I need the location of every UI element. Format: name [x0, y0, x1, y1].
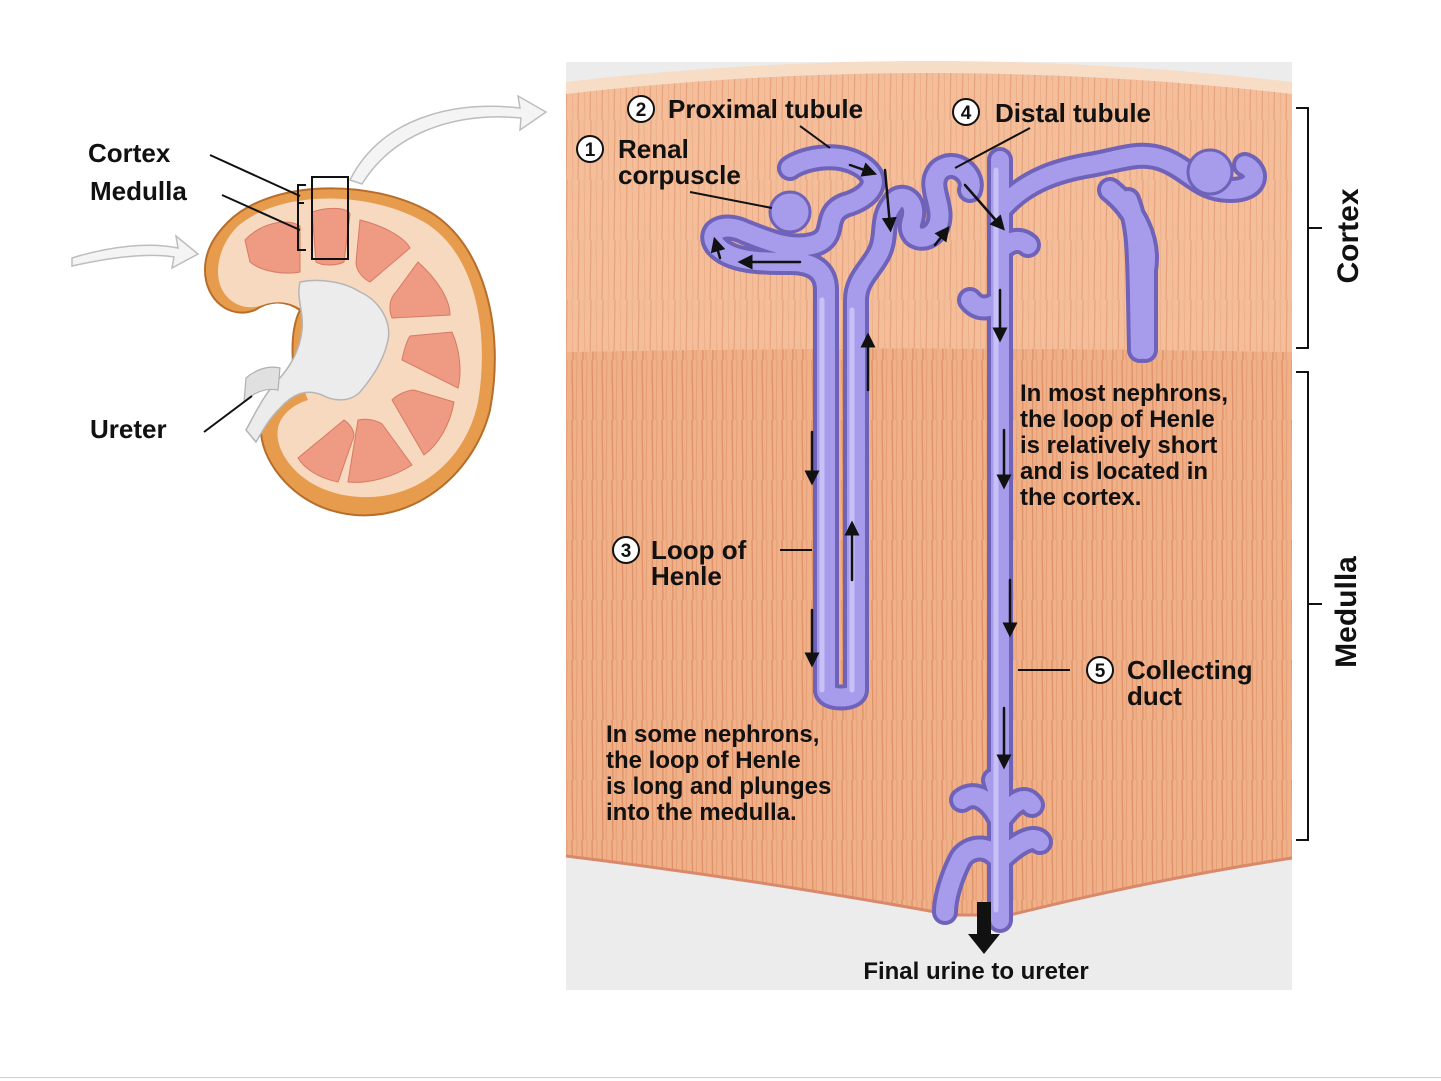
long-loop-line: the loop of Henle	[606, 747, 801, 774]
label-proximal-tubule: 2 Proximal tubule	[627, 94, 863, 149]
label-distal-tubule: 4 Distal tubule	[952, 98, 1151, 169]
region-cortex-label: Cortex	[1332, 188, 1365, 283]
kidney-bracket	[297, 184, 306, 251]
short-loop-line: and is located in	[1020, 458, 1208, 485]
renal-corpuscle-number: 1	[585, 140, 596, 161]
short-loop-line: the loop of Henle	[1020, 406, 1215, 433]
kidney-illustration: Cortex Medulla Ureter	[71, 94, 548, 517]
cortex-leader	[209, 154, 301, 197]
short-loop-line: is relatively short	[1020, 432, 1217, 459]
incoming-arrow-icon	[71, 234, 200, 270]
note-short-loop: In most nephrons, the loop of Henle is r…	[1020, 380, 1228, 511]
label-loop-of-henle: 3 Loop of Henle	[612, 535, 812, 591]
distal-tubule-number: 4	[961, 103, 972, 124]
label-collecting-duct: 5 Collecting duct	[1018, 655, 1253, 711]
loop-of-henle-line1: Loop of	[651, 535, 747, 565]
final-urine-label: Final urine to ureter	[863, 958, 1088, 985]
region-medulla-label: Medulla	[1330, 556, 1363, 668]
flow-arrows	[710, 162, 1018, 770]
loop-of-henle-line2: Henle	[651, 561, 722, 591]
medulla-region	[566, 348, 1292, 915]
renal-corpuscle-glomerulus	[768, 190, 812, 234]
distal-tubule-text: Distal tubule	[995, 98, 1151, 128]
capsule-top	[566, 61, 1292, 94]
collecting-duct-line1: Collecting	[1127, 655, 1253, 685]
medulla-bracket	[1296, 371, 1322, 841]
proximal-tubule-number: 2	[636, 100, 647, 121]
long-loop-line: In some nephrons,	[606, 721, 819, 748]
label-renal-corpuscle: 1 Renal corpuscle	[576, 134, 773, 209]
long-loop-line: is long and plunges	[606, 773, 831, 800]
collecting-duct-number: 5	[1095, 661, 1106, 682]
short-loop-line: the cortex.	[1020, 484, 1141, 511]
collecting-duct-line2: duct	[1127, 681, 1182, 711]
note-long-loop: In some nephrons, the loop of Henle is l…	[606, 721, 831, 826]
cortex-bracket	[1296, 107, 1322, 349]
nephron	[700, 142, 1267, 954]
zoom-box	[311, 176, 349, 260]
kidney-pyramids	[244, 207, 461, 483]
region-brackets	[1296, 107, 1322, 841]
urine-output-arrow-icon	[968, 902, 1000, 954]
short-loop-line: In most nephrons,	[1020, 380, 1228, 407]
proximal-tubule-text: Proximal tubule	[668, 94, 863, 124]
zoom-arrow-icon	[348, 94, 548, 185]
kidney-ureter-label: Ureter	[90, 414, 167, 444]
bottom-divider	[0, 1077, 1441, 1078]
tissue-block	[565, 61, 1293, 990]
kidney-cortex-label: Cortex	[88, 138, 171, 168]
medulla-leader	[221, 194, 301, 231]
second-glomerulus	[1186, 148, 1234, 196]
long-loop-line: into the medulla.	[606, 799, 797, 826]
renal-corpuscle-line2: corpuscle	[618, 160, 741, 190]
renal-corpuscle-line1: Renal	[618, 134, 689, 164]
kidney-medulla-label: Medulla	[90, 176, 187, 206]
ureter-leader	[203, 395, 253, 433]
kidney-pelvis	[245, 279, 390, 444]
loop-of-henle-number: 3	[621, 541, 632, 562]
